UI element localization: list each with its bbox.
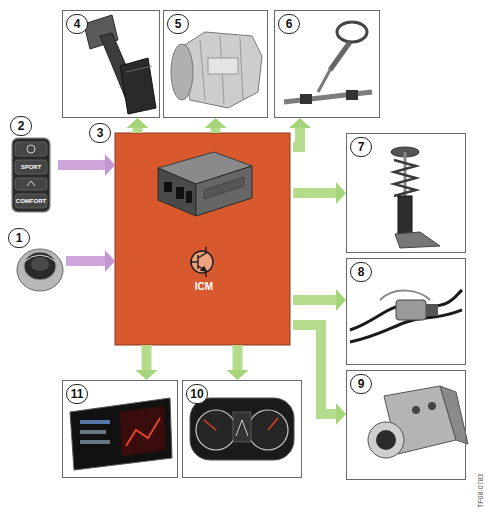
- figure-code: TF08-0783: [476, 474, 485, 508]
- connector-line: [233, 345, 243, 370]
- component-box: 5: [163, 10, 268, 118]
- input-item: 1: [8, 228, 66, 294]
- signal-arrow: [293, 182, 346, 204]
- connector-line: [142, 345, 152, 370]
- control-module-box: 3ICM: [115, 133, 293, 345]
- driving-experience-switch: [12, 138, 50, 212]
- callout-number: 2: [10, 116, 32, 136]
- accelerator-pedal: [84, 15, 156, 114]
- arrow-head: [336, 403, 346, 425]
- component-box: 10: [182, 380, 302, 478]
- arrow-head: [289, 118, 311, 128]
- signal-arrow: [293, 289, 346, 311]
- button-label: SPORT: [12, 163, 50, 171]
- signal-arrow: [289, 118, 311, 147]
- callout-number: 9: [350, 374, 372, 394]
- arrow-head: [227, 370, 249, 380]
- component-box: 7: [346, 133, 466, 253]
- callout-number: 11: [66, 384, 88, 404]
- signal-arrow: [136, 345, 158, 380]
- arrow-head: [205, 118, 227, 128]
- connector-line: [293, 128, 300, 147]
- connector-line: [58, 160, 105, 170]
- component-box: 6: [274, 10, 380, 118]
- connector-line: [66, 256, 105, 266]
- callout-number: 8: [350, 262, 372, 282]
- transistor-symbol: [190, 247, 213, 277]
- instrument-cluster: [190, 398, 294, 460]
- arrow-head: [336, 289, 346, 311]
- callout-number: 10: [186, 384, 208, 404]
- component-box: 8: [346, 258, 466, 365]
- callout-number: 5: [167, 14, 189, 34]
- transmission: [171, 32, 262, 108]
- dsc-unit: [368, 386, 468, 458]
- signal-arrow: [127, 118, 149, 133]
- callout-number: 3: [89, 123, 111, 143]
- component-box: 4: [62, 10, 160, 118]
- arrow-head: [336, 182, 346, 204]
- arrow-head: [105, 250, 115, 272]
- connector-line: [293, 325, 336, 414]
- component-box: 9: [346, 370, 466, 480]
- steering-column: [284, 22, 372, 104]
- signal-arrow: [58, 154, 115, 176]
- controller-knob: [17, 249, 63, 291]
- signal-arrow: [227, 345, 249, 380]
- signal-arrow: [66, 250, 115, 272]
- arrow-head: [127, 118, 149, 128]
- damper-strut: [391, 147, 440, 248]
- connector-line: [133, 128, 143, 133]
- icm-panel: [115, 133, 290, 345]
- icm-device: [158, 152, 252, 216]
- central-display: [70, 398, 172, 470]
- connector-line: [293, 295, 336, 305]
- callout-number: 7: [350, 137, 372, 157]
- module-label: ICM: [115, 281, 293, 293]
- callout-number: 1: [8, 228, 30, 248]
- arrow-head: [105, 154, 115, 176]
- arrow-head: [136, 370, 158, 380]
- callout-number: 6: [278, 14, 300, 34]
- signal-arrow: [205, 118, 227, 133]
- component-box: 11: [62, 380, 178, 478]
- callout-number: 4: [66, 14, 88, 34]
- signal-arrow: [293, 325, 346, 425]
- sensor-cables: [350, 290, 462, 342]
- button-label: COMFORT: [12, 197, 50, 205]
- connector-line: [211, 128, 221, 133]
- connector-line: [293, 188, 336, 198]
